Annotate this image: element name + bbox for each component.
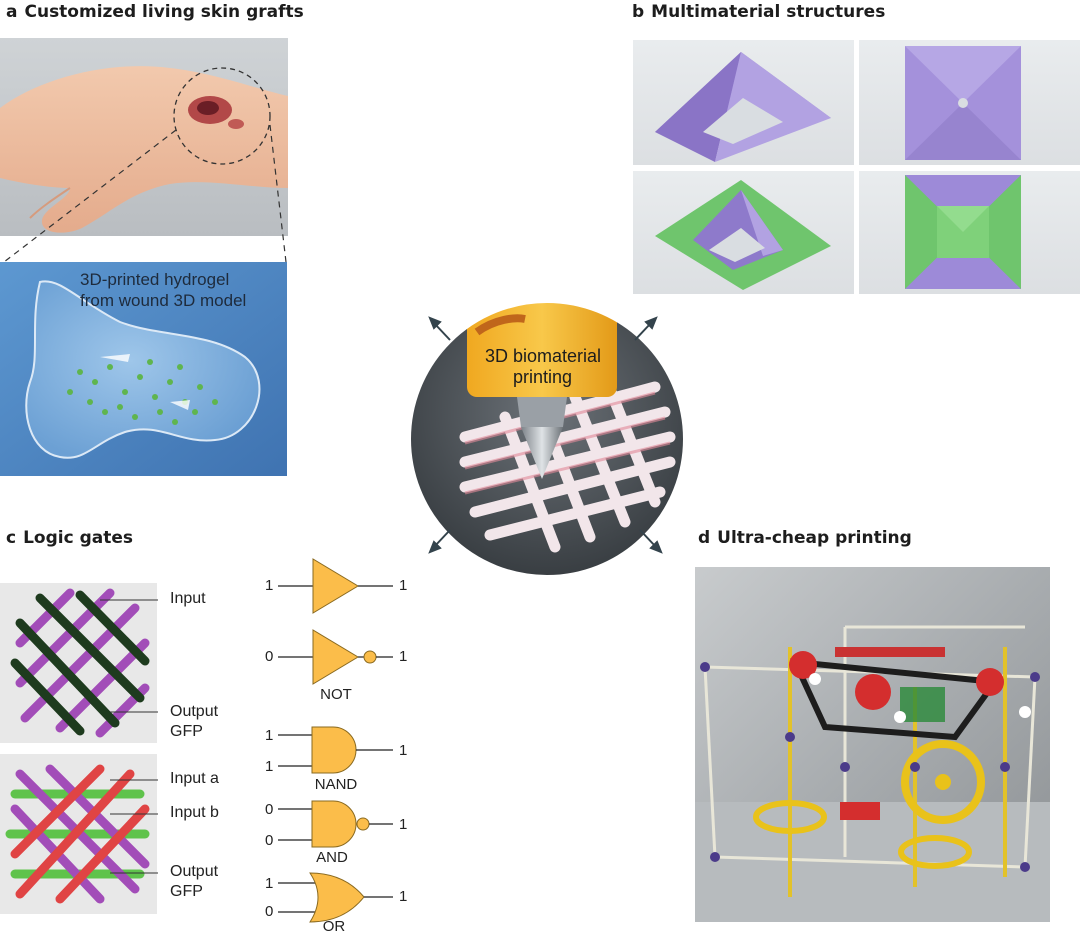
label-input-b: Input b (170, 804, 219, 821)
panel-c-letter: c (6, 528, 17, 548)
panel-b-title-text: Multimaterial structures (651, 2, 886, 22)
gate-and-input-1: 0 (265, 801, 274, 818)
direction-arrows (428, 316, 663, 554)
hydrogel-inset (0, 262, 287, 476)
hand-wound-photo (0, 38, 288, 236)
panel-a-title-text: Customized living skin grafts (24, 2, 304, 22)
lattice-not-gate (0, 583, 157, 743)
panel-a-letter: a (6, 2, 18, 22)
multimaterial-grid (633, 40, 1080, 294)
panel-b-letter: b (632, 2, 645, 22)
label-input-a: Input a (170, 770, 219, 787)
lattice-two-input-gate (0, 754, 157, 914)
gate-not-name: NOT (320, 686, 352, 703)
gate-buffer (278, 558, 393, 614)
gate-buffer-output: 1 (399, 577, 408, 594)
label-input: Input (170, 590, 206, 607)
center-printing-graphic (409, 301, 685, 577)
gate-and-output: 1 (399, 816, 408, 833)
panel-d-letter: d (698, 528, 711, 548)
zoom-connector-lines (3, 124, 287, 263)
wound-highlight-circle (173, 67, 271, 165)
gate-nand-name: NAND (314, 776, 358, 793)
panel-c-title: c Logic gates (6, 528, 133, 548)
label-gfp-1: GFP (170, 723, 203, 740)
gate-or-output: 1 (399, 888, 408, 905)
knex-printer-photo (695, 567, 1050, 922)
gate-not (278, 629, 393, 685)
gate-not-input: 0 (265, 648, 274, 665)
center-caption-line2: printing (513, 367, 573, 387)
gate-and (278, 800, 393, 848)
gate-or (278, 872, 393, 923)
gate-or-input-2: 0 (265, 903, 274, 920)
gate-nand-output: 1 (399, 742, 408, 759)
panel-a-title: a Customized living skin grafts (6, 2, 304, 22)
gate-and-name: AND (316, 849, 348, 866)
inset-caption-line2: from wound 3D model (80, 291, 247, 310)
gate-buffer-input: 1 (265, 577, 274, 594)
panel-c-title-text: Logic gates (23, 528, 133, 548)
gate-nand (278, 726, 393, 774)
panel-d-title-text: Ultra-cheap printing (717, 528, 912, 548)
lattice-callout-lines (100, 599, 158, 874)
gate-not-output: 1 (399, 648, 408, 665)
label-output-2: Output (170, 863, 219, 880)
gate-and-input-2: 0 (265, 832, 274, 849)
panel-d-title: d Ultra-cheap printing (698, 528, 912, 548)
gate-nand-input-2: 1 (265, 758, 274, 775)
gate-nand-input-1: 1 (265, 727, 274, 744)
label-output-1: Output (170, 703, 219, 720)
inset-caption-line1: 3D-printed hydrogel (80, 270, 230, 289)
gate-or-input-1: 1 (265, 875, 274, 892)
gate-or-name: OR (322, 918, 346, 935)
center-caption-line1: 3D biomaterial (485, 346, 602, 366)
panel-b-title: b Multimaterial structures (632, 2, 885, 22)
label-gfp-2: GFP (170, 883, 203, 900)
